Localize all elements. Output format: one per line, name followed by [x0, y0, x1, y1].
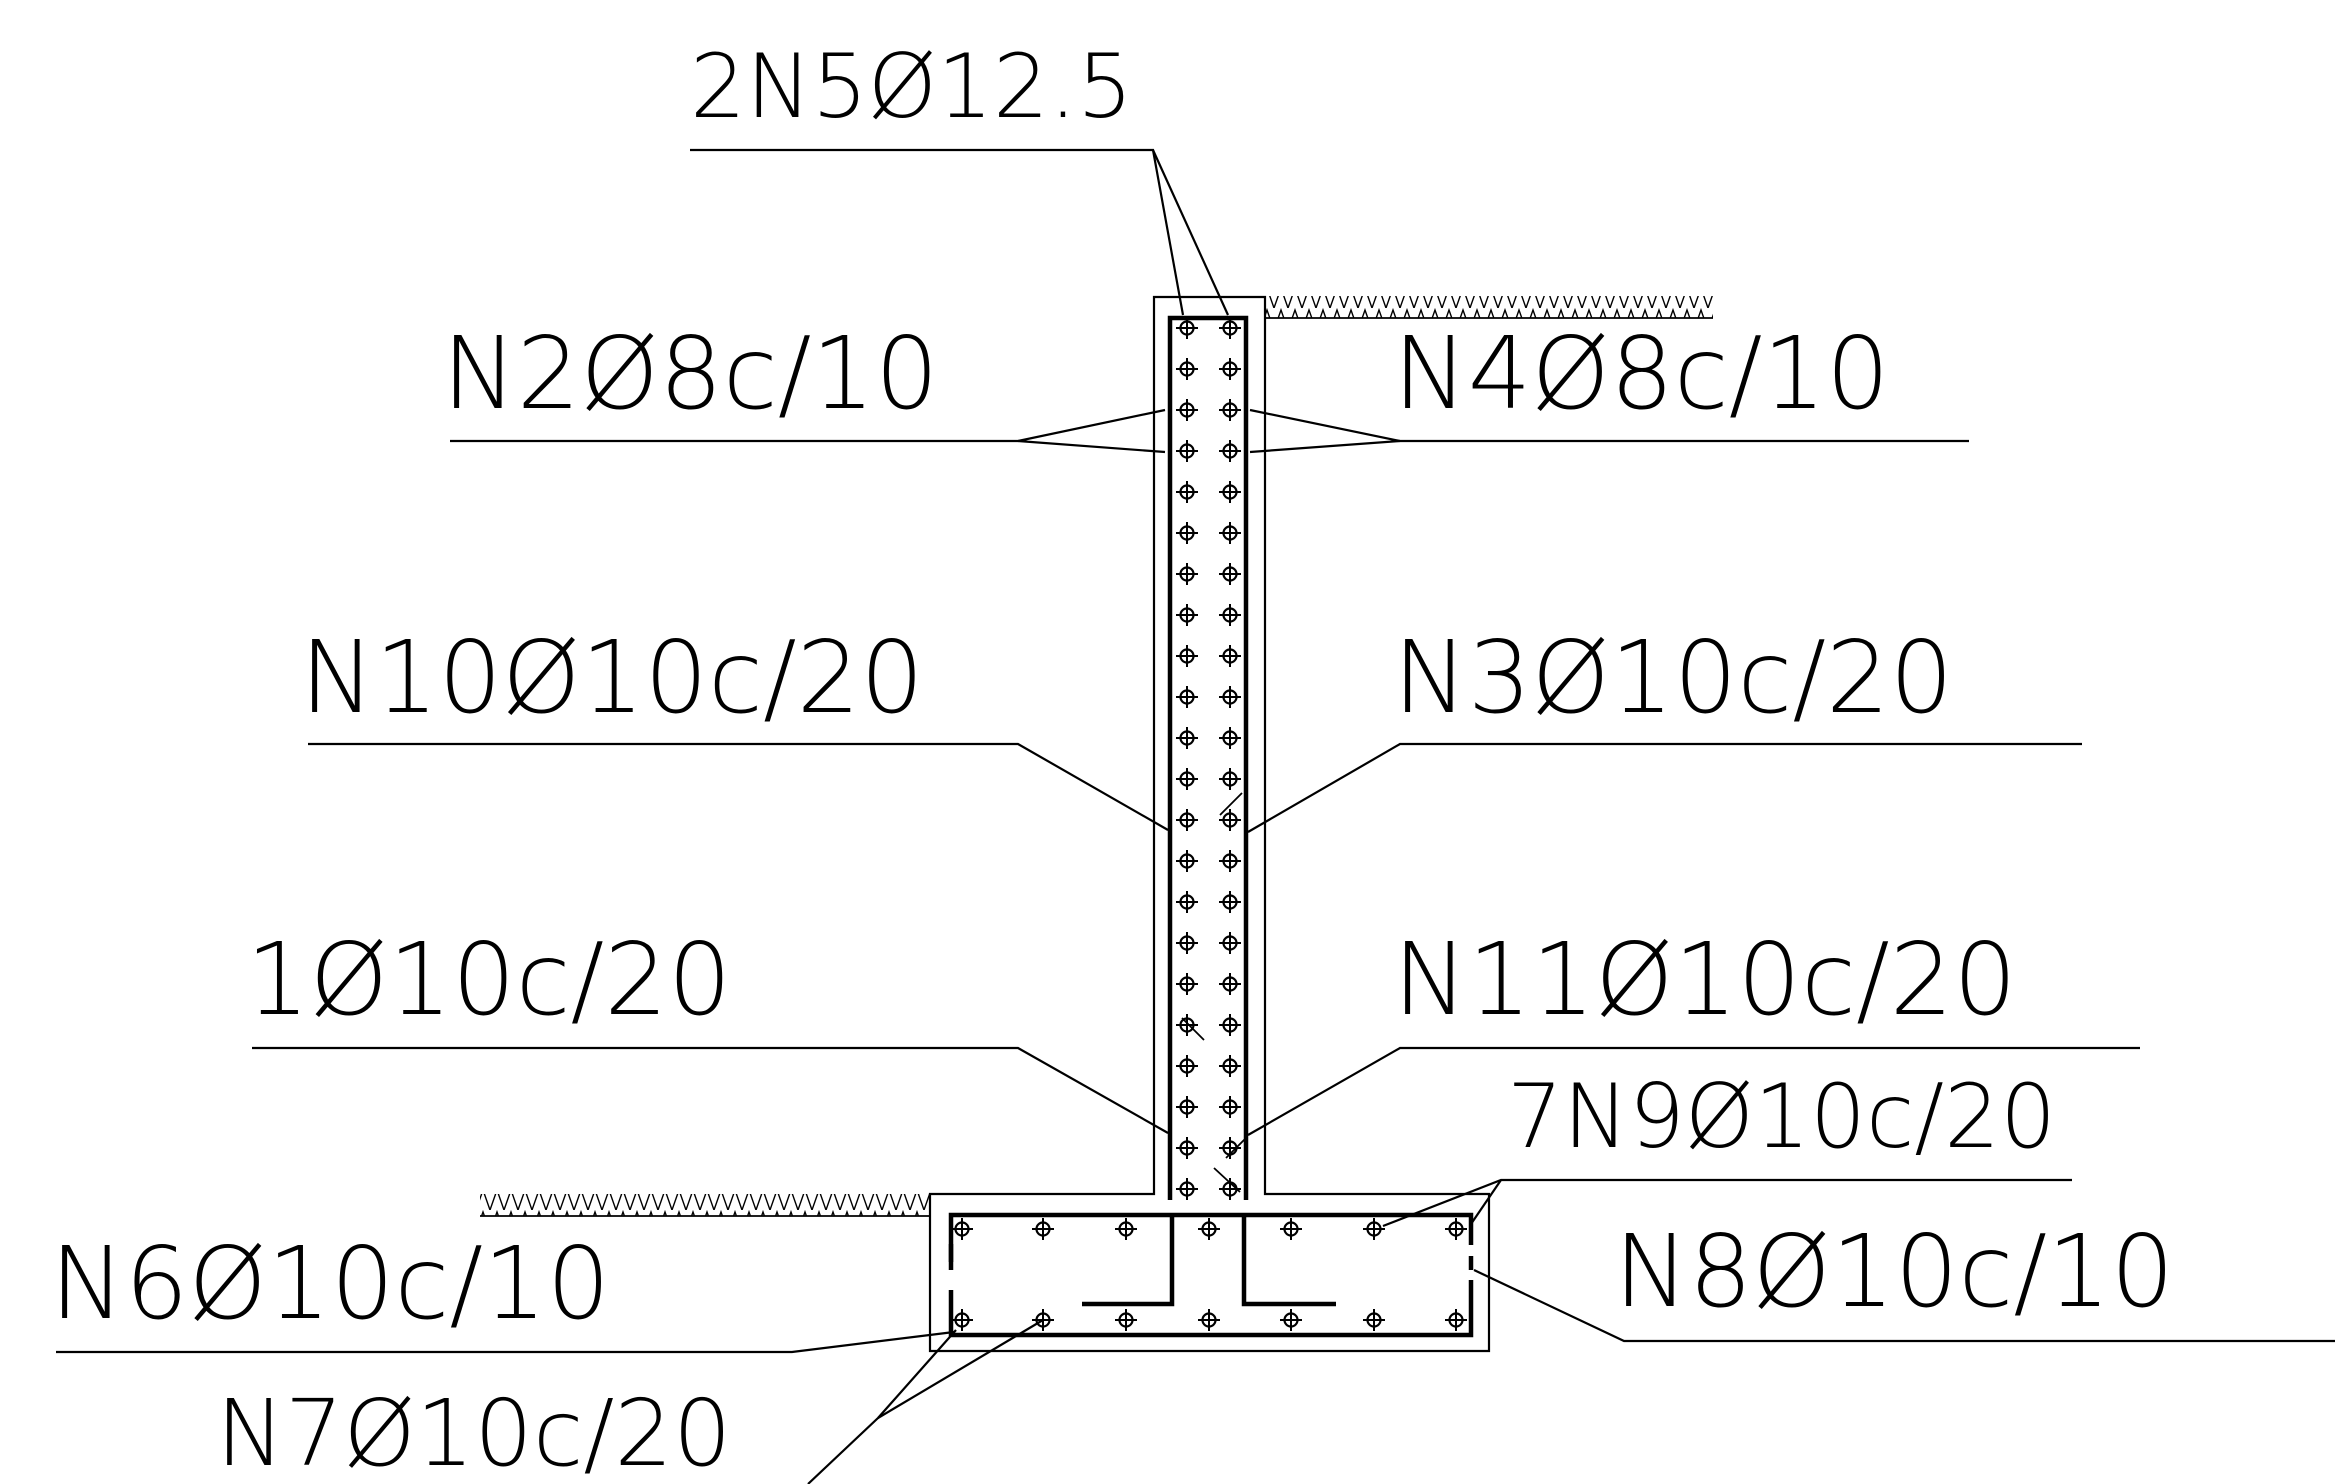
leader-n3: [1247, 742, 2082, 833]
label-n2: N2Ø8c/10: [442, 315, 939, 432]
stem-rebar-dot: [1219, 686, 1241, 708]
stem-rebar-dot: [1176, 563, 1198, 585]
stem-rebar-dot: [1176, 686, 1198, 708]
stem-rebar-dot: [1176, 932, 1198, 954]
label-n9: 7N9Ø10c/20: [1507, 1065, 2056, 1168]
stem-rebar-dot: [1176, 399, 1198, 421]
stem-rebar-dot: [1176, 727, 1198, 749]
stem-rebar-dot: [1219, 1014, 1241, 1036]
stem-mark-1: [1219, 792, 1243, 816]
footing-rebar-dot: [1445, 1218, 1467, 1240]
stem-rebar-dot: [1219, 932, 1241, 954]
stem-rebar-dot: [1176, 850, 1198, 872]
stem-rebar-dot: [1219, 1137, 1241, 1159]
label-n10: N10Ø10c/20: [300, 619, 924, 736]
leader-n7-b: [877, 1319, 1044, 1419]
stem-rebar-dot: [1176, 440, 1198, 462]
stem-rebar-dot: [1176, 645, 1198, 667]
stem-rebar-dot: [1219, 440, 1241, 462]
footing-rebar-top: [948, 1212, 1474, 1270]
footing-rebar-bottom: [948, 1280, 1474, 1338]
stem-rebar-dot: [1219, 1055, 1241, 1077]
leader-n2-b: [1017, 439, 1166, 454]
leader-n5-b: [1151, 149, 1230, 316]
label-n8: N8Ø10c/10: [1614, 1213, 2174, 1330]
stem-rebar-dot: [1219, 891, 1241, 913]
footing-rebar-dot: [1363, 1309, 1385, 1331]
footing-rebar-dot: [1032, 1218, 1054, 1240]
label-n11: N11Ø10c/20: [1393, 921, 2017, 1038]
stem-rebar-dot: [1219, 522, 1241, 544]
stem-rebar-dot: [1219, 1096, 1241, 1118]
footing-rebar-dot: [1115, 1309, 1137, 1331]
stem-rebar-dot: [1219, 399, 1241, 421]
leader-n10: [308, 742, 1169, 831]
label-n3: N3Ø10c/20: [1393, 619, 1953, 736]
stem-rebar-dot: [1219, 563, 1241, 585]
stem-rebar-dots: [1176, 317, 1241, 1200]
starter-bar-left: [1082, 1215, 1175, 1307]
leader-n11: [1247, 1046, 2140, 1136]
starter-bar-right: [1241, 1215, 1336, 1307]
stem-rebar-dot: [1176, 1178, 1198, 1200]
stem-rebar-dot: [1219, 604, 1241, 626]
stem-rebar-dot: [1219, 768, 1241, 790]
stem-rebar-dot: [1219, 358, 1241, 380]
label-n7: N7Ø10c/20: [216, 1380, 731, 1484]
stem-rebar-dot: [1219, 973, 1241, 995]
label-n4: N4Ø8c/10: [1393, 315, 1890, 432]
leader-n9-b: [1470, 1179, 1502, 1225]
concrete-outline: [928, 295, 1491, 1353]
footing-rebar-dots: [951, 1218, 1467, 1331]
label-n6: N6Ø10c/10: [50, 1225, 610, 1342]
leader-n1: [252, 1046, 1169, 1134]
footing-rebar-dot: [951, 1218, 973, 1240]
stem-rebar-dot: [1219, 727, 1241, 749]
footing-rebar-dot: [1198, 1218, 1220, 1240]
footing-rebar-dot: [1280, 1218, 1302, 1240]
label-n5: 2N5Ø12.5: [690, 35, 1133, 138]
stem-rebar-dot: [1219, 850, 1241, 872]
leader-lines: [56, 148, 2335, 1484]
stem-rebar-dot: [1176, 481, 1198, 503]
label-n1: 1Ø10c/20: [246, 921, 732, 1038]
stem-rebar-dot: [1219, 809, 1241, 831]
stem-rebar-dot: [1176, 1096, 1198, 1118]
stem-rebar-dot: [1176, 1014, 1198, 1036]
stem-rebar-dot: [1219, 645, 1241, 667]
stem-rebar-cage: [1167, 315, 1249, 1200]
stem-rebar-dot: [1219, 481, 1241, 503]
ground-hatch-left: [480, 1194, 930, 1216]
leader-n4-b: [1249, 439, 1401, 454]
stem-rebar-dot: [1176, 809, 1198, 831]
stem-rebar-dot: [1176, 1055, 1198, 1077]
stem-rebar-dot: [1176, 768, 1198, 790]
leader-n6: [56, 1330, 955, 1354]
leader-n8: [1473, 1269, 2335, 1343]
stem-rebar-dot: [1176, 358, 1198, 380]
stem-rebar-dot: [1219, 1178, 1241, 1200]
stem-rebar-dot: [1219, 317, 1241, 339]
footing-rebar-dot: [1363, 1218, 1385, 1240]
footing-rebar-dot: [1280, 1309, 1302, 1331]
footing-rebar-dot: [1115, 1218, 1137, 1240]
footing-rebar-dot: [951, 1309, 973, 1331]
leader-n7: [807, 1329, 957, 1484]
ground-hatch-right: [1265, 296, 1713, 318]
stem-rebar-dot: [1176, 1137, 1198, 1159]
leader-n5: [690, 148, 1185, 316]
footing-rebar-dot: [1445, 1309, 1467, 1331]
stem-rebar-dot: [1176, 317, 1198, 339]
stem-rebar-dot: [1176, 522, 1198, 544]
footing-rebar-dot: [1198, 1309, 1220, 1331]
stem-rebar-dot: [1176, 891, 1198, 913]
stem-rebar-dot: [1176, 604, 1198, 626]
stem-rebar-dot: [1176, 973, 1198, 995]
